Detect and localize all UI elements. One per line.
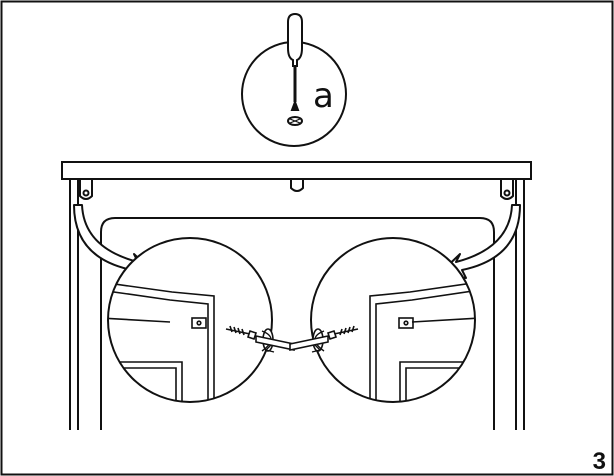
detail-a-callout — [241, 12, 347, 147]
detail-left — [107, 237, 295, 403]
bracket-right — [500, 179, 514, 200]
bracket-left — [79, 179, 93, 200]
callout-label-a: a — [313, 76, 334, 116]
detail-right — [289, 237, 476, 403]
page-number: 3 — [592, 448, 606, 475]
bracket-center — [290, 179, 304, 192]
screwdriver-left — [255, 335, 295, 351]
worktop — [61, 161, 532, 180]
screwdriver-icon — [287, 12, 303, 67]
screw-head-icon — [287, 116, 303, 126]
screwdriver-right — [289, 335, 329, 351]
